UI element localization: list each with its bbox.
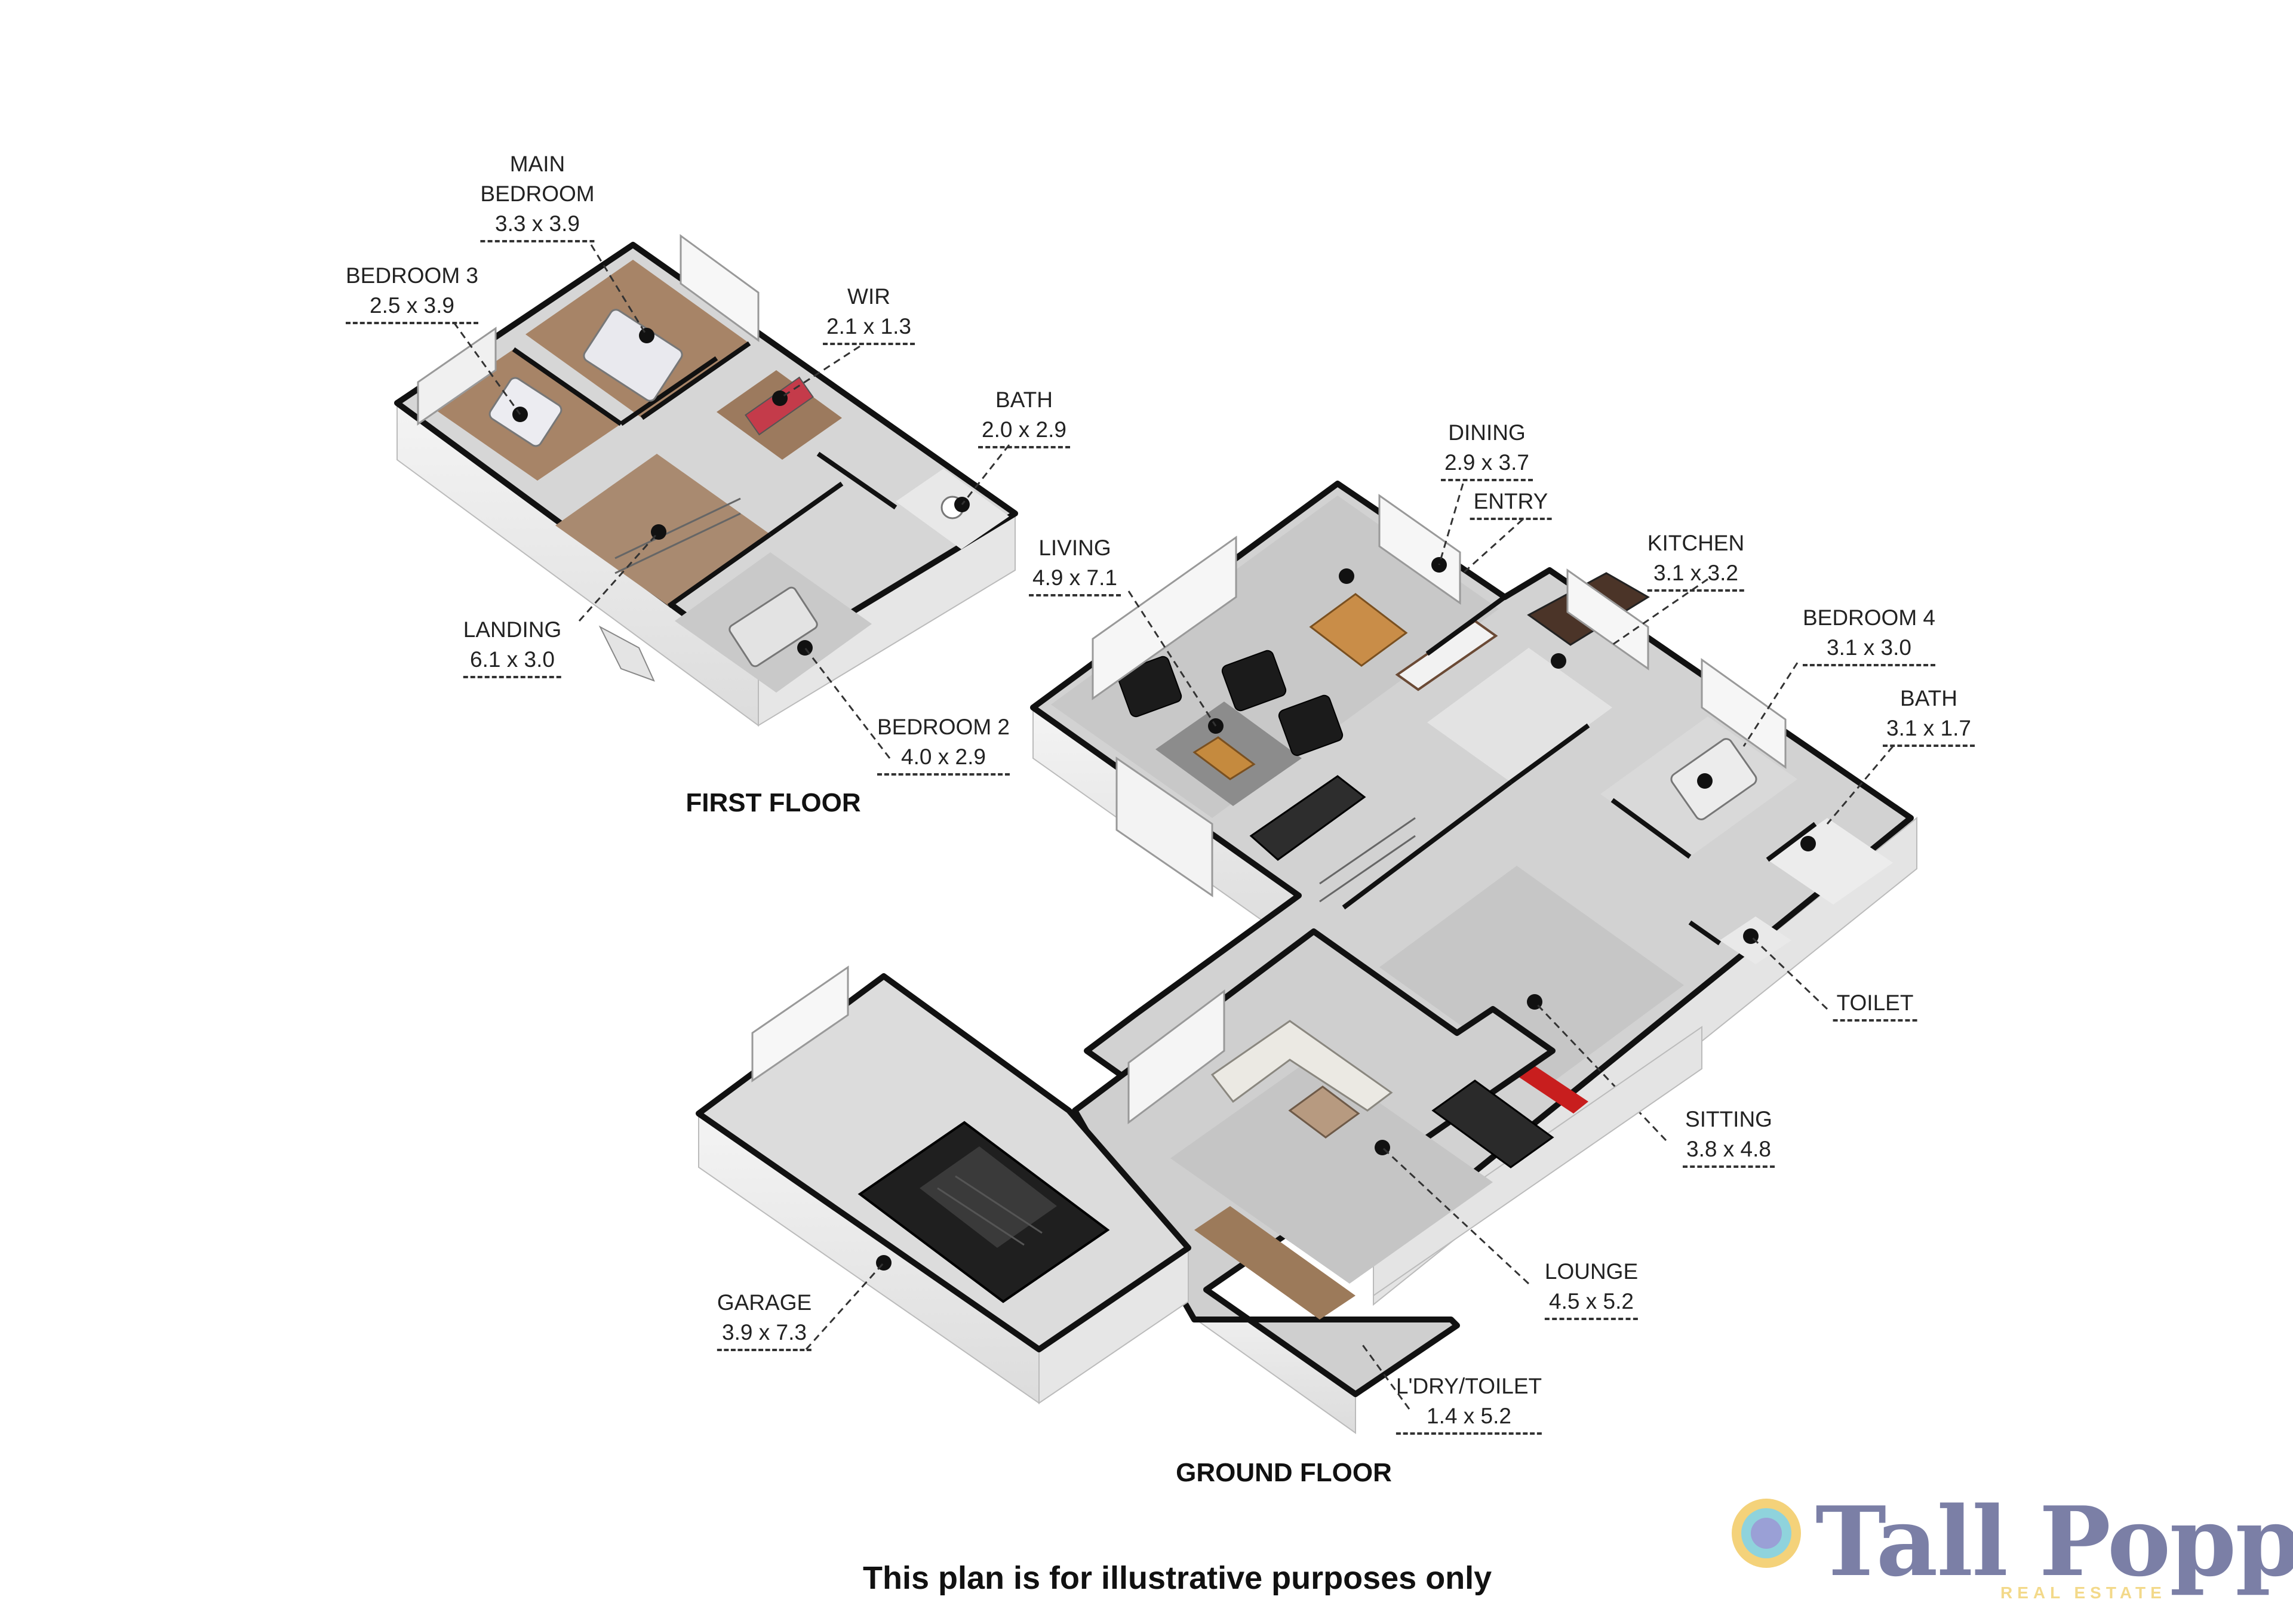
- room-name: L'DRY/TOILET: [1396, 1374, 1542, 1398]
- label-main-bedroom: MAIN BEDROOM 3.3 x 3.9: [480, 149, 595, 242]
- room-name: WIR: [847, 284, 890, 309]
- room-dims: 3.1 x 1.7: [1883, 713, 1975, 747]
- ground-stair-rail: [1319, 817, 1416, 903]
- lounge-window-wall: [1127, 989, 1225, 1124]
- room-dims: 3.1 x 3.2: [1647, 558, 1745, 592]
- room-name: DINING: [1448, 420, 1526, 445]
- room-dims: 2.0 x 2.9: [978, 415, 1070, 448]
- bath2-floor: [1768, 818, 1893, 905]
- ground-floor-title: GROUND FLOOR: [1176, 1458, 1392, 1487]
- label-garage: GARAGE 3.9 x 7.3: [717, 1288, 812, 1351]
- logo-brand-text: Tall Poppy: [1815, 1485, 2293, 1598]
- first-floor-room-markers: [512, 328, 970, 656]
- tall-poppy-logo-mark: [1732, 1499, 1801, 1568]
- disclaimer-text: This plan is for illustrative purposes o…: [863, 1560, 1492, 1596]
- room-dims: 4.0 x 2.9: [877, 742, 1010, 776]
- label-bedroom4: BEDROOM 4 3.1 x 3.0: [1802, 603, 1936, 666]
- room-name: ENTRY: [1470, 487, 1552, 520]
- room-dims: 3.3 x 3.9: [480, 209, 595, 242]
- room-name: GARAGE: [717, 1290, 812, 1315]
- garage-car: [857, 1121, 1110, 1303]
- garage-plan: [696, 965, 1191, 1404]
- room-name: LANDING: [463, 617, 562, 642]
- first-floor-interior-walls: [512, 341, 897, 608]
- room-dims: 2.1 x 1.3: [823, 312, 915, 345]
- ground-floor-lounge-wing: [1072, 928, 1702, 1434]
- label-landing: LANDING 6.1 x 3.0: [463, 615, 562, 678]
- label-bedroom3: BEDROOM 3 2.5 x 3.9: [345, 261, 479, 324]
- room-dims: 1.4 x 5.2: [1396, 1401, 1542, 1435]
- label-wir: WIR 2.1 x 1.3: [823, 282, 915, 345]
- lounge-floor: [1170, 1057, 1493, 1284]
- label-bedroom2: BEDROOM 2 4.0 x 2.9: [877, 712, 1010, 776]
- room-name: KITCHEN: [1647, 531, 1745, 555]
- living-window-wall: [1092, 536, 1237, 700]
- room-dims: 3.9 x 7.3: [717, 1318, 812, 1351]
- bedroom4-bed: [1670, 738, 1757, 820]
- landing-balustrade: [614, 497, 741, 574]
- room-dims: 2.5 x 3.9: [345, 291, 479, 324]
- room-dims: 6.1 x 3.0: [463, 645, 562, 678]
- living-sofa: [1249, 775, 1366, 861]
- first-floor-leader-lines: [453, 244, 1010, 759]
- room-name: LOUNGE: [1544, 1259, 1639, 1284]
- label-bath-ground: BATH 3.1 x 1.7: [1883, 684, 1975, 747]
- room-dims: 3.1 x 3.0: [1802, 633, 1936, 666]
- lounge-sofa: [1210, 1020, 1393, 1112]
- tall-poppy-logo: Tall Poppy REAL ESTATE: [1726, 1485, 2293, 1602]
- lounge-kitchenette: [1431, 1079, 1554, 1168]
- room-name: BEDROOM 2: [877, 715, 1010, 739]
- lounge-wall-face: [1373, 1026, 1702, 1297]
- label-entry: ENTRY: [1470, 487, 1552, 520]
- room-name: MAIN BEDROOM: [480, 152, 595, 206]
- ground-floor-interior-walls: [1342, 595, 1817, 946]
- garage-leader-line: [805, 1262, 885, 1351]
- ground-floor-leader-lines: [1127, 483, 1894, 1142]
- lounge-coffee-table: [1288, 1085, 1360, 1139]
- label-lounge: LOUNGE 4.5 x 5.2: [1544, 1257, 1639, 1320]
- first-floor-plan: [394, 234, 1018, 759]
- living-armchairs: [1117, 650, 1344, 756]
- logo-subtitle-text: REAL ESTATE: [2000, 1583, 2166, 1602]
- living-dining-floor: [1051, 496, 1499, 818]
- kitchen-window-wall: [1566, 568, 1649, 670]
- label-sitting: SITTING 3.8 x 4.8: [1683, 1105, 1775, 1168]
- label-living: LIVING 4.9 x 7.1: [1029, 533, 1121, 596]
- room-name: BEDROOM 3: [345, 263, 479, 288]
- living-coffee-table: [1192, 736, 1256, 780]
- label-bath-first: BATH 2.0 x 2.9: [978, 385, 1070, 448]
- ldry-floor: [1194, 1206, 1355, 1320]
- label-ldry-toilet: L'DRY/TOILET 1.4 x 5.2: [1396, 1371, 1542, 1435]
- room-name: TOILET: [1833, 988, 1917, 1022]
- room-dims: 3.8 x 4.8: [1683, 1134, 1775, 1168]
- room-dims: 2.9 x 3.7: [1441, 448, 1533, 481]
- bedroom4-window-wall: [1701, 658, 1787, 769]
- garage-window-wall: [751, 965, 849, 1082]
- sitting-floor: [1379, 866, 1684, 1087]
- room-dims: 4.5 x 5.2: [1544, 1287, 1639, 1320]
- room-name: BATH: [995, 387, 1053, 412]
- room-name: BATH: [1900, 686, 1957, 710]
- lounge-leader-lines: [1360, 1146, 1530, 1410]
- main-bedroom-window-wall: [680, 234, 760, 342]
- dining-window-wall: [1378, 494, 1461, 605]
- first-floor-stair: [598, 625, 655, 682]
- label-kitchen: KITCHEN 3.1 x 3.2: [1647, 528, 1745, 592]
- label-dining: DINING 2.9 x 3.7: [1441, 418, 1533, 481]
- label-toilet: TOILET: [1833, 988, 1917, 1022]
- first-floor-title: FIRST FLOOR: [686, 788, 861, 817]
- kitchen-floor: [1427, 648, 1612, 782]
- ground-floor-room-markers: [1208, 557, 1816, 1010]
- room-name: BEDROOM 4: [1802, 605, 1936, 630]
- dining-table: [1309, 593, 1408, 667]
- room-name: LIVING: [1038, 536, 1111, 560]
- room-name: SITTING: [1685, 1107, 1772, 1131]
- room-dims: 4.9 x 7.1: [1029, 563, 1121, 596]
- bedroom2-bed: [729, 586, 818, 668]
- living-glass-door: [1115, 756, 1213, 897]
